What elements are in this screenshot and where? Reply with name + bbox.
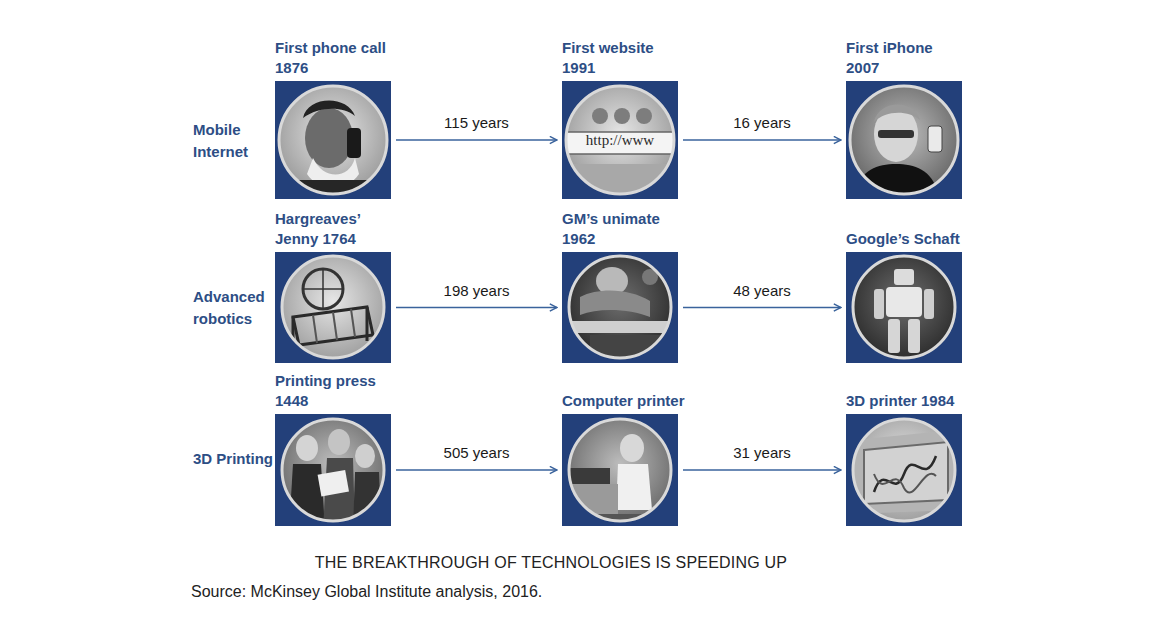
duration-label: 505 years bbox=[441, 444, 513, 462]
arrow-connector bbox=[396, 139, 557, 141]
url-text: http://www bbox=[586, 131, 654, 149]
image-tile: GM’s unimate 1962 bbox=[562, 252, 678, 363]
spinning-jenny-photo bbox=[273, 247, 393, 367]
duration-label: 48 years bbox=[730, 282, 794, 300]
arrow-connector bbox=[683, 307, 841, 309]
tile-heading: 3D printer 1984 bbox=[846, 391, 970, 411]
3d-printer-photo bbox=[844, 410, 964, 530]
duration-label: 115 years bbox=[441, 114, 512, 132]
phone-call-photo bbox=[273, 80, 393, 210]
image-tile: Hargreaves’ Jenny 1764 bbox=[275, 252, 391, 363]
duration-label: 16 years bbox=[730, 114, 794, 132]
arrow-connector bbox=[396, 469, 557, 471]
tile-heading: First phone call 1876 bbox=[275, 38, 399, 78]
duration-label: 31 years bbox=[730, 444, 794, 462]
row-label: Mobile Internet bbox=[193, 119, 273, 163]
schaft-robot-photo bbox=[844, 247, 964, 367]
figure-caption: THE BREAKTHROUGH OF TECHNOLOGIES IS SPEE… bbox=[191, 553, 911, 573]
tile-heading: First iPhone 2007 bbox=[846, 38, 970, 78]
tile-heading: First website 1991 bbox=[562, 38, 686, 78]
duration-label: 198 years bbox=[441, 282, 513, 300]
image-tile: 3D printer 1984 bbox=[846, 414, 962, 526]
image-tile: Printing press 1448 bbox=[275, 414, 391, 526]
printing-press-photo bbox=[273, 410, 393, 530]
website-photo bbox=[560, 80, 680, 204]
arrow-connector bbox=[396, 307, 557, 309]
image-tile: Google’s Schaft bbox=[846, 252, 962, 363]
computer-printer-photo bbox=[560, 410, 680, 534]
arrow-connector bbox=[683, 139, 841, 141]
unimate-photo bbox=[560, 247, 680, 367]
iphone-photo bbox=[844, 80, 964, 200]
row-label: Advanced robotics bbox=[193, 286, 273, 330]
tile-heading: Printing press 1448 bbox=[275, 371, 399, 411]
image-tile: First phone call 1876 bbox=[275, 81, 391, 199]
row-label: 3D Printing bbox=[193, 448, 273, 470]
image-tile: First iPhone 2007 bbox=[846, 81, 962, 199]
tile-heading: Google’s Schaft bbox=[846, 229, 970, 249]
image-tile: Computer printer bbox=[562, 414, 678, 526]
source-note: Source: McKinsey Global Institute analys… bbox=[191, 582, 542, 602]
tile-heading: Computer printer bbox=[562, 391, 686, 411]
arrow-connector bbox=[683, 469, 841, 471]
tile-heading: Hargreaves’ Jenny 1764 bbox=[275, 209, 399, 249]
tile-heading: GM’s unimate 1962 bbox=[562, 209, 686, 249]
